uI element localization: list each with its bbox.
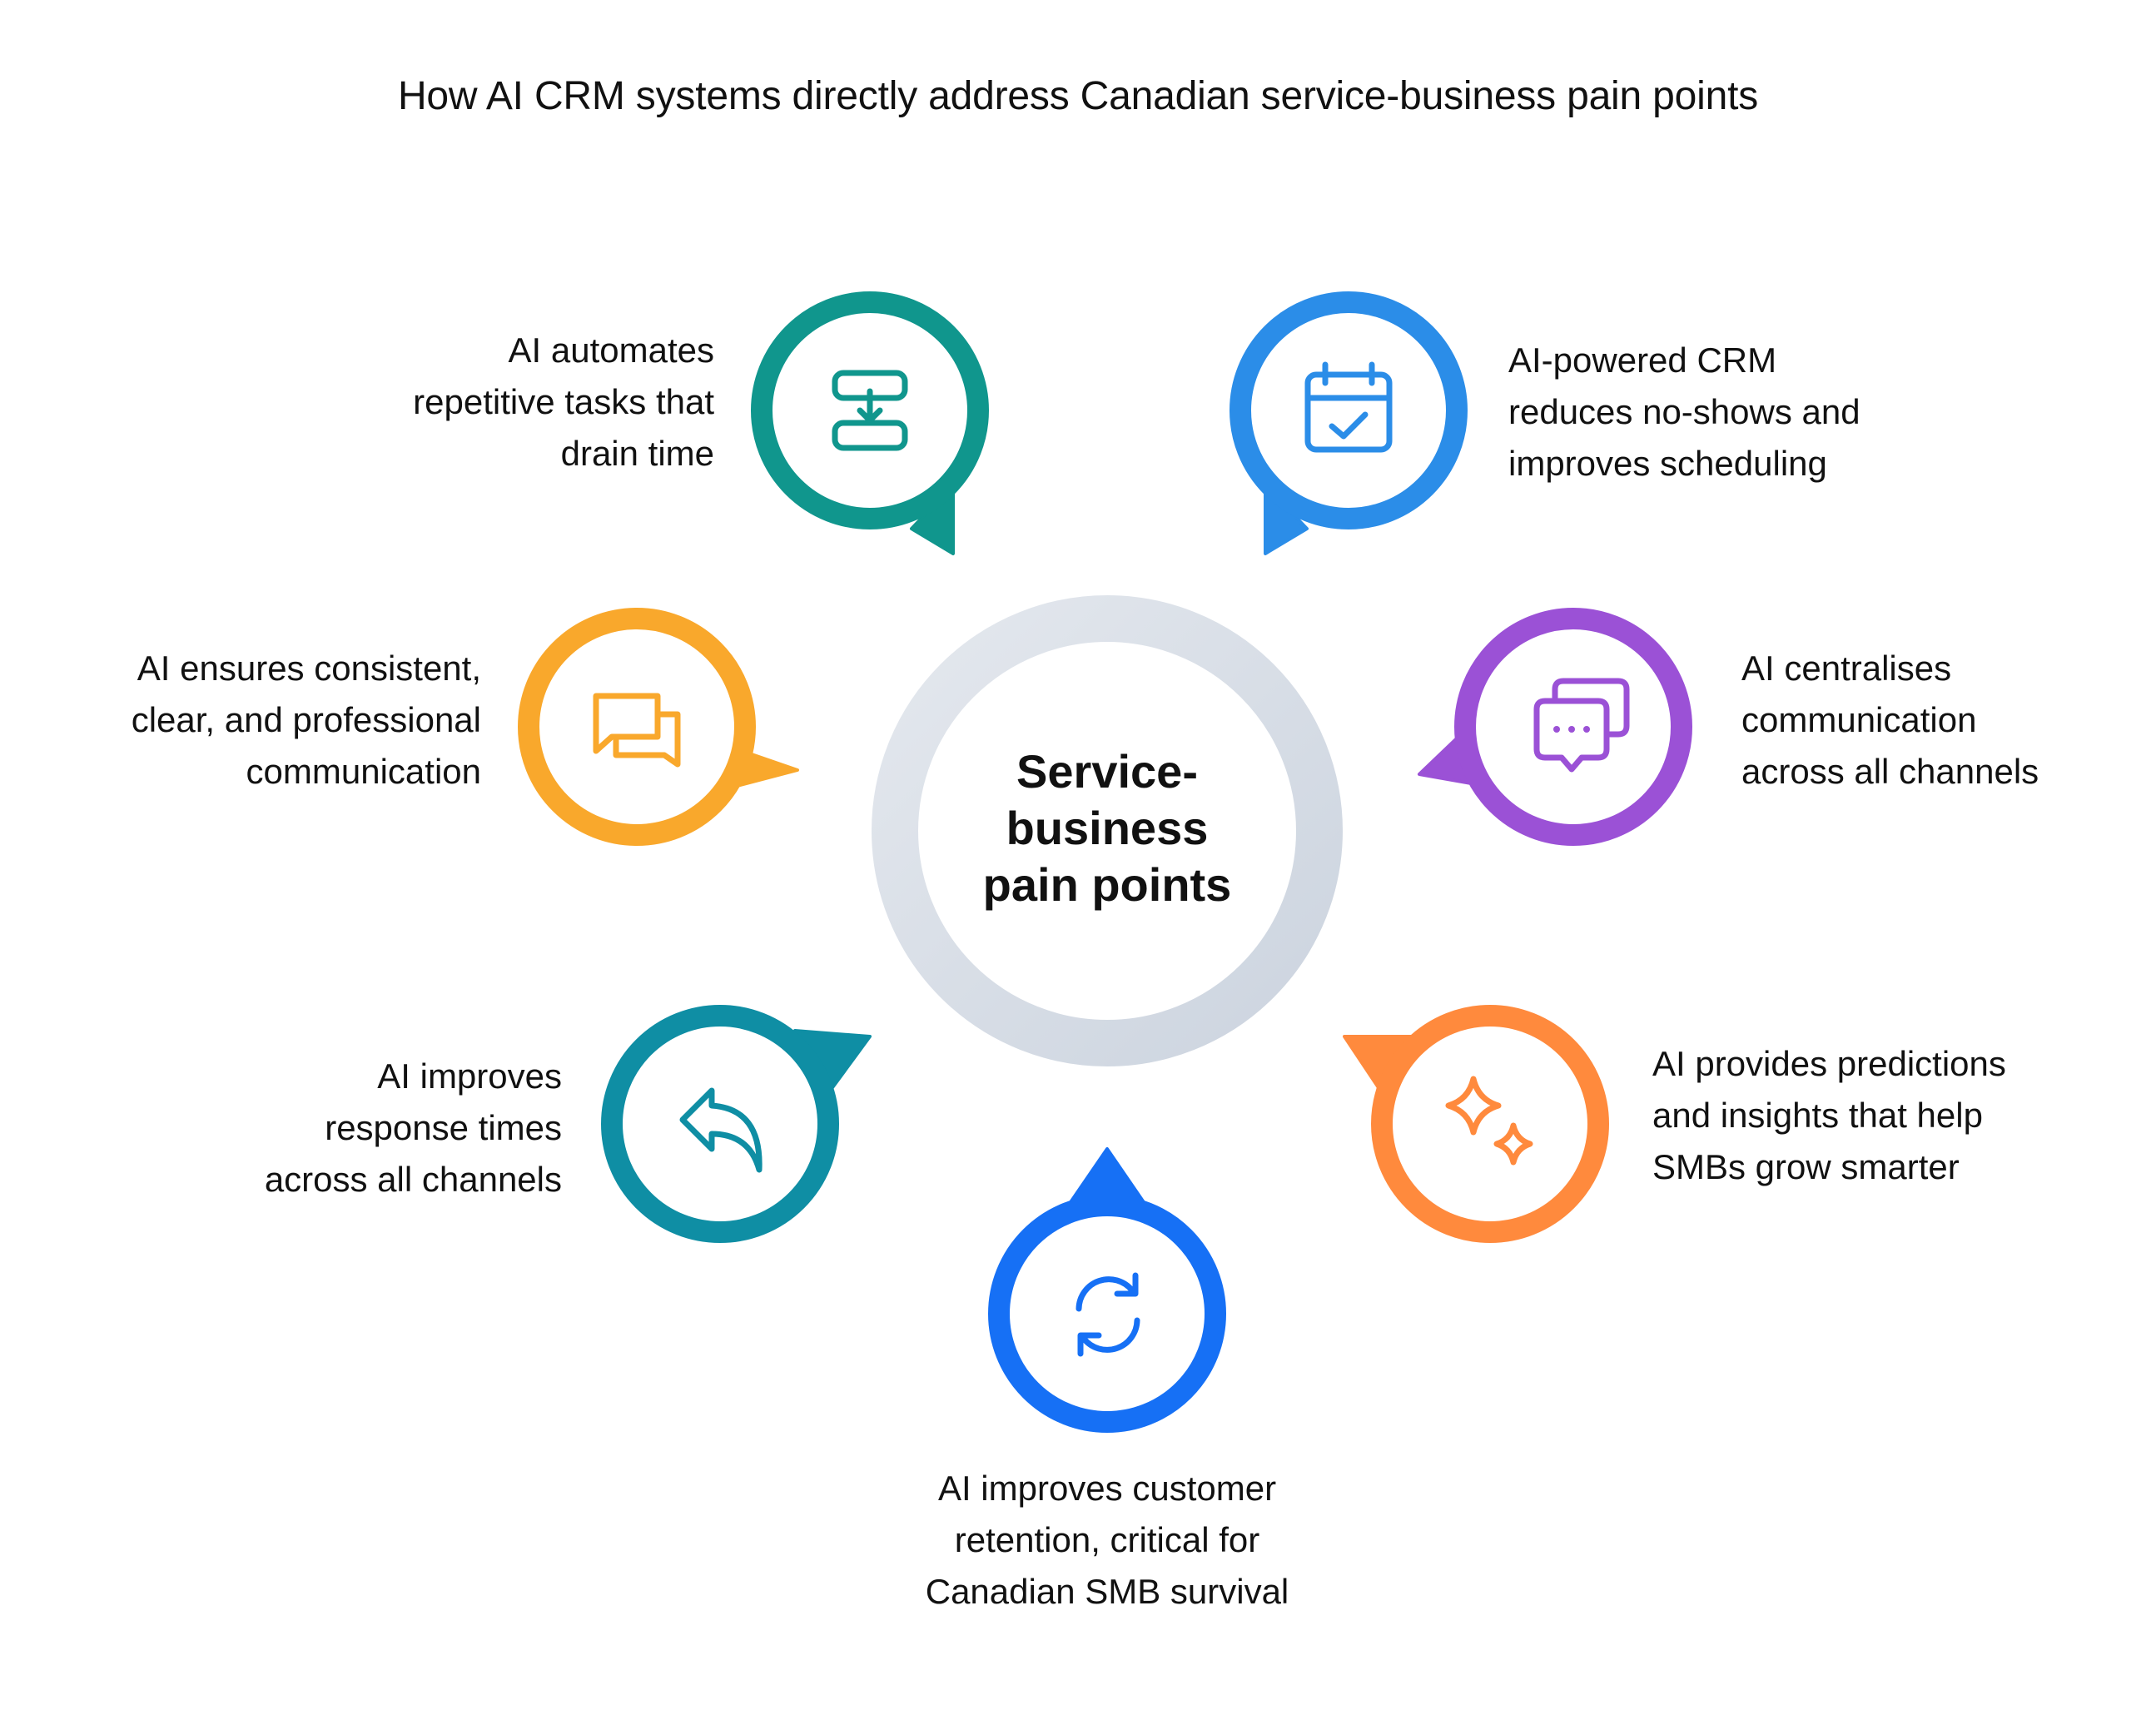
label-line: AI improves customer — [937, 1469, 1277, 1508]
center-label-line: Service- — [1016, 745, 1198, 798]
label-line: across all channels — [264, 1160, 562, 1199]
center-label-line: pain points — [982, 858, 1232, 911]
bubble-predictions — [1343, 1005, 1609, 1243]
label-line: retention, critical for — [954, 1520, 1260, 1559]
label-line: across all channels — [1741, 752, 2039, 791]
label-line: AI-powered CRM — [1508, 341, 1777, 380]
bubble-scheduling — [1230, 291, 1468, 555]
bubble-centralises — [1418, 608, 1692, 846]
label-line: AI centralises — [1741, 649, 1952, 688]
center-label: Service- business pain points — [928, 743, 1286, 913]
label-line: clear, and professional — [131, 700, 481, 739]
center-ring — [872, 595, 1343, 1066]
reply-arrow-icon — [679, 1087, 763, 1173]
refresh-cycle-icon — [1076, 1272, 1140, 1357]
label-line: repetitive tasks that — [413, 382, 714, 421]
bubble-consistent — [518, 608, 799, 846]
label-line: SMBs grow smarter — [1652, 1147, 1960, 1186]
bubble-retention — [988, 1147, 1226, 1433]
sparkles-icon — [1445, 1076, 1533, 1166]
label-line: communication — [1741, 700, 1977, 739]
label-line: drain time — [560, 434, 714, 473]
calendar-check-icon — [1304, 361, 1393, 453]
label-automates: AI automates repetitive tasks that drain… — [281, 325, 714, 480]
label-line: AI provides predictions — [1652, 1044, 2006, 1083]
label-line: and insights that help — [1652, 1096, 1983, 1135]
label-line: communication — [246, 752, 481, 791]
label-line: AI automates — [508, 331, 714, 370]
bubble-automates — [751, 291, 989, 555]
workflow-icon — [832, 370, 908, 451]
label-centralises: AI centralises communication across all … — [1741, 643, 2141, 798]
message-dots-icon — [1533, 678, 1630, 773]
center-label-line: business — [1006, 802, 1209, 854]
label-line: response times — [325, 1108, 562, 1147]
label-line: AI improves — [377, 1056, 562, 1096]
label-predictions: AI provides predictions and insights tha… — [1652, 1038, 2135, 1193]
page-title: How AI CRM systems directly address Cana… — [397, 74, 1759, 118]
bubble-response — [601, 1005, 872, 1243]
label-line: reduces no-shows and — [1508, 392, 1860, 431]
label-line: AI ensures consistent, — [137, 649, 481, 688]
label-line: improves scheduling — [1508, 444, 1827, 483]
chat-bubbles-icon — [593, 693, 681, 768]
label-scheduling: AI-powered CRM reduces no-shows and impr… — [1508, 335, 1975, 490]
label-line: Canadian SMB survival — [925, 1572, 1289, 1611]
label-retention: AI improves customer retention, critical… — [857, 1463, 1357, 1618]
label-response: AI improves response times across all ch… — [179, 1051, 562, 1205]
label-consistent: AI ensures consistent, clear, and profes… — [48, 643, 481, 798]
